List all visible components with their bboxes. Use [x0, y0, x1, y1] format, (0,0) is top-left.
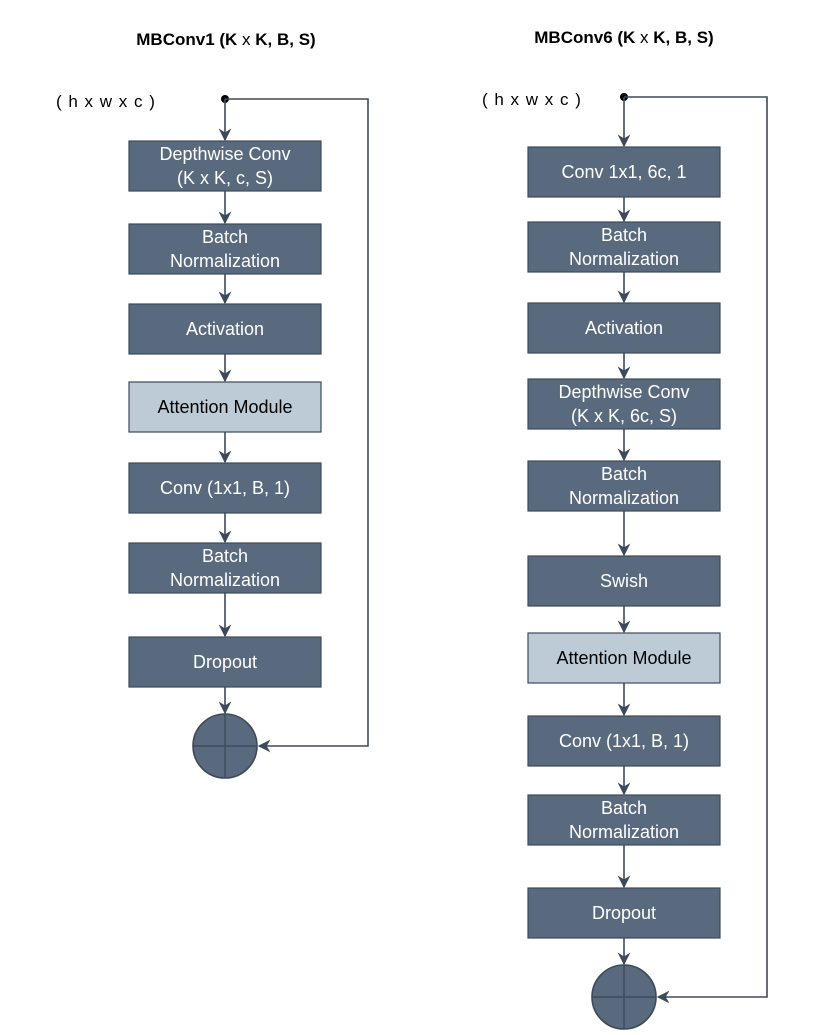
mbconv6-block-4-label-0: Batch	[601, 464, 647, 484]
mbconv1-block-3	[128, 381, 322, 433]
mbconv6-block-8	[527, 794, 721, 846]
mbconv1-input-label: ( h x w x c )	[56, 92, 156, 111]
mbconv6-block-9	[527, 887, 721, 939]
mbconv1-block-2-label-0: Activation	[186, 319, 264, 339]
mbconv1-block-5	[128, 542, 322, 594]
mbconv1-block-4-label-0: Conv (1x1, B, 1)	[160, 478, 290, 498]
mbconv1-diagram: MBConv1 (K x K, B, S) ( h x w x c ) Dept…	[56, 30, 369, 779]
mbconv1-block-3-label-0: Attention Module	[157, 397, 292, 417]
mbconv6-input-label: ( h x w x c )	[482, 90, 582, 109]
mbconv1-skip-connection	[225, 98, 369, 753]
mbconv1-block-0	[128, 140, 322, 192]
mbconv6-block-0-label-0: Conv 1x1, 6c, 1	[561, 162, 686, 182]
mbconv6-block-0	[527, 146, 721, 198]
mbconv1-block-5-label-1: Normalization	[170, 570, 280, 590]
mbconv6-block-3-label-1: (K x K, 6c, S)	[571, 406, 677, 426]
mbconv6-block-stack: Conv 1x1, 6c, 1BatchNormalizationActivat…	[527, 93, 768, 1030]
mbconv1-block-1	[128, 223, 322, 275]
mbconv6-block-1	[527, 221, 721, 273]
mbconv6-block-4-label-1: Normalization	[569, 488, 679, 508]
mbconv6-block-3	[527, 378, 721, 430]
mbconv6-block-7-label-0: Conv (1x1, B, 1)	[559, 731, 689, 751]
mbconv6-skip-connection	[624, 96, 768, 1004]
mbconv6-block-5-label-0: Swish	[600, 571, 648, 591]
mbconv6-block-5	[527, 555, 721, 607]
mbconv6-block-4	[527, 460, 721, 512]
mbconv6-block-1-label-0: Batch	[601, 225, 647, 245]
mbconv6-block-6-label-0: Attention Module	[556, 648, 691, 668]
mbconv6-sum-icon	[591, 964, 657, 1030]
mbconv1-title: MBConv1 (K x K, B, S)	[136, 30, 315, 49]
mbconv1-block-6	[128, 636, 322, 688]
mbconv1-block-1-label-1: Normalization	[170, 251, 280, 271]
mbconv6-block-8-label-1: Normalization	[569, 822, 679, 842]
mbconv6-block-9-label-0: Dropout	[592, 903, 656, 923]
mbconv1-block-6-label-0: Dropout	[193, 652, 257, 672]
mbconv6-block-7	[527, 715, 721, 767]
mbconv1-block-4	[128, 462, 322, 514]
mbconv6-block-2-label-0: Activation	[585, 318, 663, 338]
mbconv1-block-0-label-0: Depthwise Conv	[159, 144, 290, 164]
mbconv6-block-1-label-1: Normalization	[569, 249, 679, 269]
mbconv6-block-3-label-0: Depthwise Conv	[558, 382, 689, 402]
mbconv1-block-5-label-0: Batch	[202, 546, 248, 566]
mbconv1-block-2	[128, 303, 322, 355]
mbconv6-block-8-label-0: Batch	[601, 798, 647, 818]
mbconv6-block-6	[527, 632, 721, 684]
mbconv6-block-2	[527, 302, 721, 354]
mbconv1-block-stack: Depthwise Conv(K x K, c, S)BatchNormaliz…	[128, 95, 369, 779]
mbconv6-title: MBConv6 (K x K, B, S)	[534, 28, 713, 47]
mbconv1-sum-icon	[192, 713, 258, 779]
mbconv6-diagram: MBConv6 (K x K, B, S) ( h x w x c ) Conv…	[482, 28, 768, 1030]
mbconv1-block-1-label-0: Batch	[202, 227, 248, 247]
mbconv1-block-0-label-1: (K x K, c, S)	[177, 168, 273, 188]
